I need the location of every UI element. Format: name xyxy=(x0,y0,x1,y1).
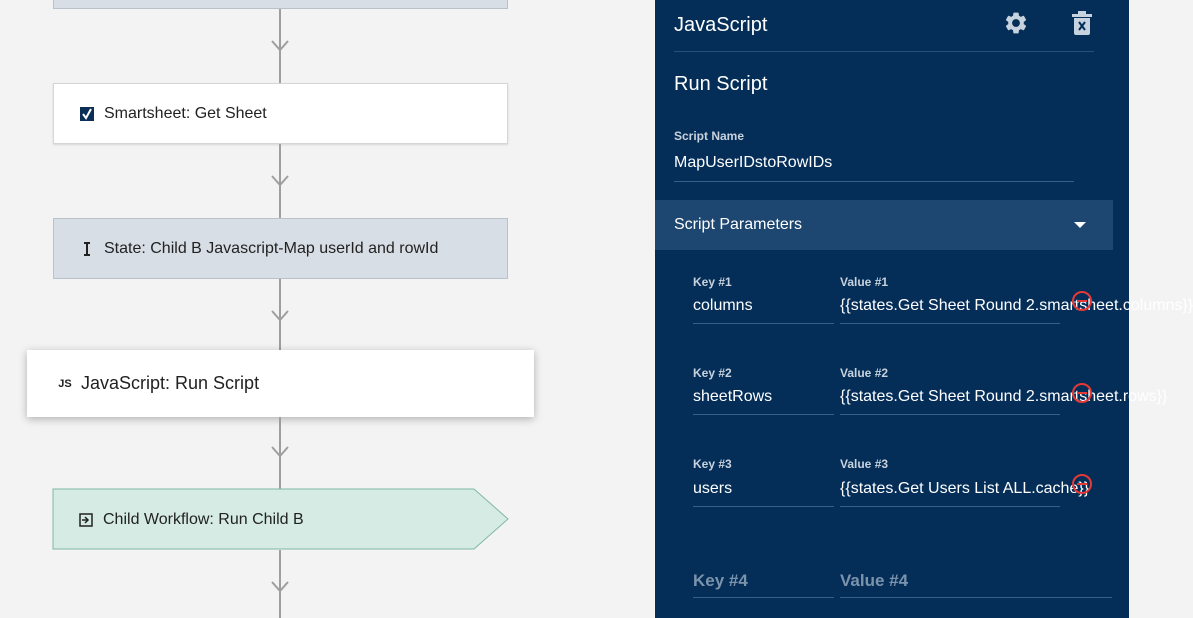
script-parameters-section[interactable]: Script Parameters xyxy=(655,200,1113,250)
caret-down-icon xyxy=(1074,222,1086,228)
new-param-key-underline xyxy=(693,597,834,598)
workflow-node-javascript-run-script[interactable]: JS JavaScript: Run Script xyxy=(27,350,534,417)
param-key-input[interactable]: columns xyxy=(693,297,753,314)
param-value-input[interactable]: {{states.Get Sheet Round 2.smartsheet.co… xyxy=(840,297,1193,314)
param-value-label: Value #3 xyxy=(840,457,889,471)
chevron-down-icon xyxy=(270,174,290,188)
state-icon xyxy=(78,240,96,258)
param-value-underline xyxy=(840,506,1060,507)
workflow-node-shape xyxy=(52,488,509,550)
chevron-down-icon xyxy=(270,580,290,594)
param-value-underline xyxy=(840,414,1060,415)
workflow-node-smartsheet-get-sheet[interactable]: Smartsheet: Get Sheet xyxy=(53,83,508,144)
remove-param-icon[interactable] xyxy=(1071,290,1093,312)
connector-line xyxy=(279,417,281,489)
remove-param-icon[interactable] xyxy=(1071,382,1093,404)
param-value-input[interactable]: {{states.Get Users List ALL.cache}} xyxy=(840,480,1090,497)
chevron-down-icon xyxy=(270,309,290,323)
param-key-label: Key #1 xyxy=(693,275,732,289)
child-workflow-icon xyxy=(77,511,95,529)
node-label: State: Child B Javascript-Map userId and… xyxy=(104,239,439,257)
gear-icon[interactable] xyxy=(1003,10,1029,36)
param-key-label: Key #2 xyxy=(693,366,732,380)
workflow-node-previous[interactable] xyxy=(53,0,508,9)
param-value-label: Value #1 xyxy=(840,275,889,289)
trash-icon[interactable] xyxy=(1071,10,1093,36)
chevron-down-icon xyxy=(270,445,290,459)
param-key-input[interactable]: sheetRows xyxy=(693,388,773,405)
param-value-underline xyxy=(840,323,1060,324)
node-label: JavaScript: Run Script xyxy=(81,373,260,393)
properties-panel: JavaScript Run Script Script Name MapUse… xyxy=(655,0,1193,618)
connector-line xyxy=(279,279,281,350)
param-key-underline xyxy=(693,506,834,507)
panel-title: JavaScript xyxy=(674,14,768,36)
workflow-node-child-workflow[interactable]: Child Workflow: Run Child B xyxy=(53,489,473,550)
param-key-underline xyxy=(693,414,834,415)
script-name-label: Script Name xyxy=(674,129,745,143)
param-value-label: Value #2 xyxy=(840,366,889,380)
remove-param-icon[interactable] xyxy=(1071,473,1093,495)
connector-line xyxy=(279,9,281,83)
panel-subtitle: Run Script xyxy=(674,73,768,95)
param-key-input[interactable]: users xyxy=(693,480,733,497)
script-name-input[interactable]: MapUserIDstoRowIDs xyxy=(674,154,833,171)
new-param-key-input[interactable]: Key #4 xyxy=(693,571,748,590)
script-name-underline xyxy=(674,181,1074,182)
workflow-canvas[interactable]: Smartsheet: Get Sheet State: Child B Jav… xyxy=(0,0,655,618)
node-label: Smartsheet: Get Sheet xyxy=(104,104,267,122)
connector-line xyxy=(279,144,281,218)
node-label: Child Workflow: Run Child B xyxy=(103,510,304,528)
new-param-value-input[interactable]: Value #4 xyxy=(840,571,909,590)
smartsheet-icon xyxy=(78,105,96,123)
param-key-label: Key #3 xyxy=(693,457,732,471)
chevron-down-icon xyxy=(270,39,290,53)
panel-divider xyxy=(674,51,1094,52)
connector-line xyxy=(279,550,281,618)
new-param-value-underline xyxy=(840,597,1112,598)
param-value-input[interactable]: {{states.Get Sheet Round 2.smartsheet.ro… xyxy=(840,388,1168,405)
section-label: Script Parameters xyxy=(674,216,803,233)
workflow-node-state[interactable]: State: Child B Javascript-Map userId and… xyxy=(53,218,508,279)
js-icon: JS xyxy=(58,377,72,390)
param-key-underline xyxy=(693,323,834,324)
